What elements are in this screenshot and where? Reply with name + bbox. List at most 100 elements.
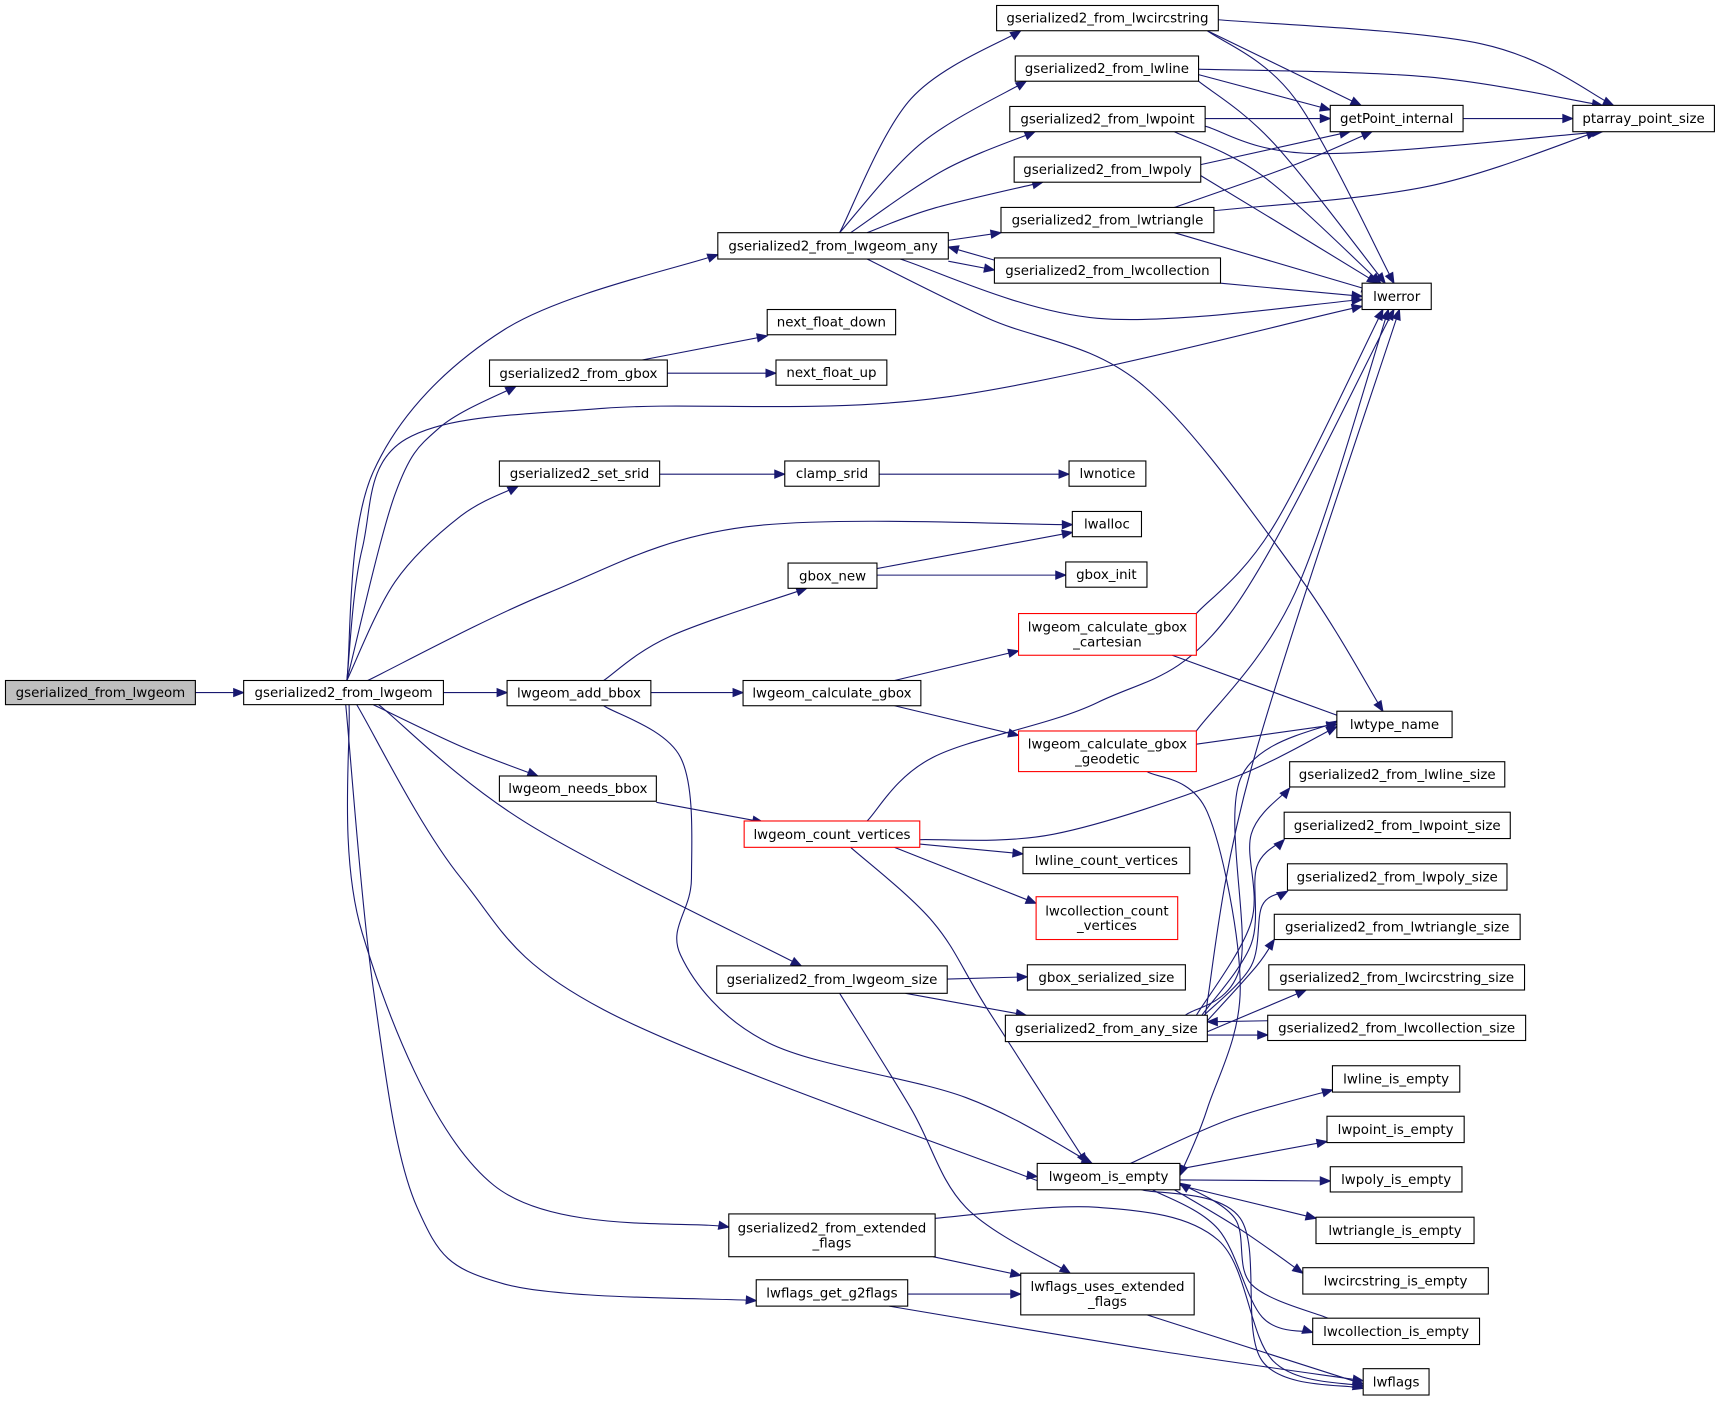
- node-box[interactable]: [787, 562, 878, 589]
- node-g2_from_lwline[interactable]: gserialized2_from_lwline: [1014, 55, 1200, 82]
- node-box[interactable]: [498, 460, 661, 487]
- node-lwflags[interactable]: lwflags: [1362, 1368, 1430, 1396]
- node-box[interactable]: [784, 460, 880, 487]
- node-box[interactable]: [1283, 811, 1511, 840]
- node-next_float_up[interactable]: next_float_up: [775, 359, 888, 386]
- node-g2_from_gbox[interactable]: gserialized2_from_gbox: [488, 359, 668, 387]
- node-lwcollection_is_empty[interactable]: lwcollection_is_empty: [1312, 1317, 1481, 1346]
- node-box[interactable]: [498, 775, 657, 802]
- node-clamp_srid[interactable]: clamp_srid: [784, 460, 880, 487]
- node-calc_gbox_cartesian[interactable]: lwgeom_calculate_gbox_cartesian: [1018, 612, 1197, 656]
- node-box[interactable]: [1329, 1166, 1463, 1193]
- node-box[interactable]: [775, 359, 888, 386]
- node-g2_from_lwpoly[interactable]: gserialized2_from_lwpoly: [1013, 156, 1202, 183]
- node-box[interactable]: [1312, 1317, 1481, 1346]
- node-box[interactable]: [1273, 913, 1521, 941]
- node-box[interactable]: [1267, 1014, 1527, 1042]
- node-box[interactable]: [1036, 1162, 1181, 1191]
- node-g2_from_lwpoly_size[interactable]: gserialized2_from_lwpoly_size: [1286, 863, 1508, 891]
- node-box[interactable]: [1286, 863, 1508, 891]
- node-g2_from_lwgeom_any[interactable]: gserialized2_from_lwgeom_any: [717, 232, 949, 260]
- node-g2_from_extended_flags[interactable]: gserialized2_from_extended_flags: [728, 1213, 936, 1258]
- node-box[interactable]: [1068, 460, 1147, 487]
- node-box[interactable]: [488, 359, 668, 387]
- node-box[interactable]: [1315, 1216, 1475, 1245]
- node-lwtype_name[interactable]: lwtype_name: [1336, 710, 1453, 739]
- node-lwgeom_add_bbox[interactable]: lwgeom_add_bbox: [506, 679, 652, 707]
- node-box[interactable]: [1361, 282, 1432, 311]
- node-box[interactable]: [993, 257, 1222, 284]
- node-g2_from_lwtriangle_size[interactable]: gserialized2_from_lwtriangle_size: [1273, 913, 1521, 941]
- node-lwpoly_is_empty[interactable]: lwpoly_is_empty: [1329, 1166, 1463, 1193]
- node-box[interactable]: [717, 232, 949, 260]
- node-box[interactable]: [1071, 510, 1143, 538]
- node-box[interactable]: [243, 679, 444, 706]
- node-calc_gbox_geodetic[interactable]: lwgeom_calculate_gbox_geodetic: [1018, 730, 1197, 773]
- node-lwcircstring_is_empty[interactable]: lwcircstring_is_empty: [1302, 1267, 1489, 1295]
- node-lwerror[interactable]: lwerror: [1361, 282, 1432, 311]
- node-lwflags_uses_extended_flags[interactable]: lwflags_uses_extended_flags: [1020, 1272, 1195, 1316]
- node-lwnotice[interactable]: lwnotice: [1068, 460, 1147, 487]
- node-g2_from_lwcircstring_size[interactable]: gserialized2_from_lwcircstring_size: [1268, 964, 1526, 991]
- node-lwpoint_is_empty[interactable]: lwpoint_is_empty: [1326, 1115, 1465, 1144]
- node-box[interactable]: [1302, 1267, 1489, 1295]
- node-box[interactable]: [1362, 1368, 1430, 1396]
- node-g2_from_lwcircstring[interactable]: gserialized2_from_lwcircstring: [996, 4, 1219, 32]
- node-box[interactable]: [766, 308, 897, 336]
- node-box[interactable]: [4, 679, 196, 706]
- node-lwflags_get_g2flags[interactable]: lwflags_get_g2flags: [755, 1279, 909, 1307]
- node-box[interactable]: [743, 820, 921, 848]
- node-box[interactable]: [728, 1213, 936, 1258]
- node-box[interactable]: [506, 679, 652, 707]
- node-box[interactable]: [1268, 964, 1526, 991]
- node-box[interactable]: [1004, 1014, 1208, 1043]
- node-lwgeom_is_empty[interactable]: lwgeom_is_empty: [1036, 1162, 1181, 1191]
- node-lwcollection_count_vertices[interactable]: lwcollection_count_vertices: [1035, 896, 1179, 941]
- node-box[interactable]: [1026, 964, 1186, 991]
- node-g2_from_lwpoint_size[interactable]: gserialized2_from_lwpoint_size: [1283, 811, 1511, 840]
- node-lwline_count_vertices[interactable]: lwline_count_vertices: [1022, 846, 1191, 875]
- node-box[interactable]: [1020, 1272, 1195, 1316]
- node-box[interactable]: [1336, 710, 1453, 739]
- node-gbox_new[interactable]: gbox_new: [787, 562, 878, 589]
- node-lwline_is_empty[interactable]: lwline_is_empty: [1331, 1065, 1461, 1093]
- node-box[interactable]: [1018, 612, 1197, 656]
- node-gbox_init[interactable]: gbox_init: [1065, 561, 1148, 588]
- node-box[interactable]: [1572, 104, 1715, 133]
- node-g2_from_lwgeom_size[interactable]: gserialized2_from_lwgeom_size: [716, 965, 948, 994]
- node-lwgeom_count_vertices[interactable]: lwgeom_count_vertices: [743, 820, 921, 848]
- node-box[interactable]: [996, 4, 1219, 32]
- node-lwalloc[interactable]: lwalloc: [1071, 510, 1143, 538]
- node-box[interactable]: [1018, 730, 1197, 773]
- node-lwgeom_calculate_gbox[interactable]: lwgeom_calculate_gbox: [742, 679, 922, 707]
- node-box[interactable]: [1035, 896, 1179, 941]
- node-next_float_down[interactable]: next_float_down: [766, 308, 897, 336]
- node-g2_from_any_size[interactable]: gserialized2_from_any_size: [1004, 1014, 1208, 1043]
- node-root[interactable]: gserialized_from_lwgeom: [4, 679, 196, 706]
- node-ptarray_point_size[interactable]: ptarray_point_size: [1572, 104, 1715, 133]
- node-box[interactable]: [1014, 55, 1200, 82]
- node-box[interactable]: [1013, 156, 1202, 183]
- node-lwtriangle_is_empty[interactable]: lwtriangle_is_empty: [1315, 1216, 1475, 1245]
- node-g2_from_lwcollection[interactable]: gserialized2_from_lwcollection: [993, 257, 1222, 284]
- node-g2_set_srid[interactable]: gserialized2_set_srid: [498, 460, 661, 487]
- node-g2_from_lwcollection_size[interactable]: gserialized2_from_lwcollection_size: [1267, 1014, 1527, 1042]
- node-box[interactable]: [755, 1279, 909, 1307]
- node-box[interactable]: [1289, 761, 1506, 788]
- node-g2_from_lwtriangle[interactable]: gserialized2_from_lwtriangle: [1000, 206, 1215, 234]
- node-g2_from_lwgeom[interactable]: gserialized2_from_lwgeom: [243, 679, 444, 706]
- node-box[interactable]: [1022, 846, 1191, 875]
- node-box[interactable]: [1000, 206, 1215, 234]
- node-box[interactable]: [742, 679, 922, 707]
- node-box[interactable]: [1326, 1115, 1465, 1144]
- node-gbox_serialized_size[interactable]: gbox_serialized_size: [1026, 964, 1186, 991]
- node-g2_from_lwline_size[interactable]: gserialized2_from_lwline_size: [1289, 761, 1506, 788]
- node-box[interactable]: [716, 965, 948, 994]
- node-box[interactable]: [1329, 104, 1464, 133]
- node-box[interactable]: [1009, 105, 1206, 133]
- node-box[interactable]: [1331, 1065, 1461, 1093]
- node-g2_from_lwpoint[interactable]: gserialized2_from_lwpoint: [1009, 105, 1206, 133]
- node-lwgeom_needs_bbox[interactable]: lwgeom_needs_bbox: [498, 775, 657, 802]
- node-box[interactable]: [1065, 561, 1148, 588]
- node-getPoint_internal[interactable]: getPoint_internal: [1329, 104, 1464, 133]
